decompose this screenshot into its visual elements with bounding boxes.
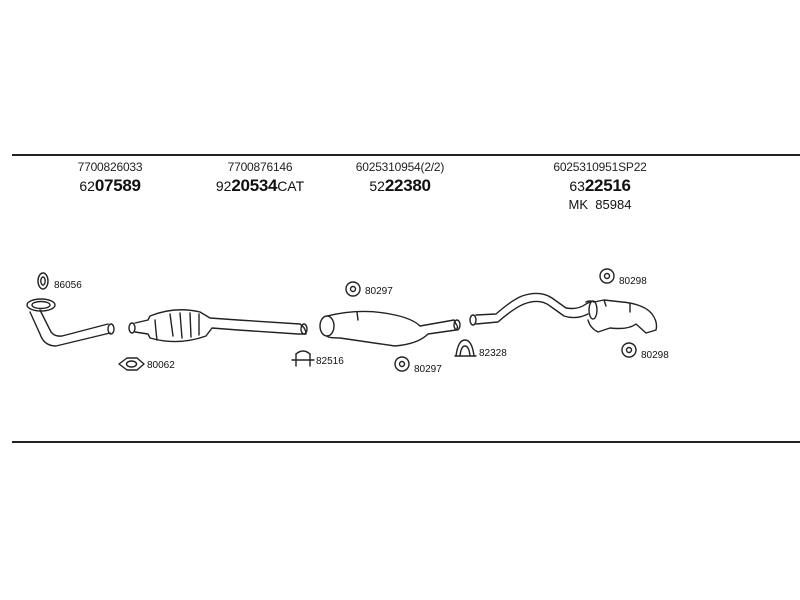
part-catalytic-converter[interactable]: 7700876146 9220534CAT xyxy=(208,160,312,196)
rubber-mount-icon[interactable] xyxy=(621,342,637,358)
callout-label: 80298 xyxy=(619,276,647,287)
rubber-ring-icon[interactable] xyxy=(37,272,49,290)
oem-number: 6025310954(2/2) xyxy=(355,160,445,174)
mounting-kit-number: MK 85984 xyxy=(568,197,632,212)
reference-number: 9220534CAT xyxy=(215,176,305,195)
callout-label: 82516 xyxy=(316,356,344,367)
part-rear-silencer[interactable]: 6025310951SP22 6322516 MK 85984 xyxy=(540,160,660,212)
part-front-pipe[interactable]: 7700826033 6207589 xyxy=(62,160,158,196)
callout-label: 80297 xyxy=(365,286,393,297)
bottom-divider xyxy=(12,441,800,443)
part-middle-silencer[interactable]: 6025310954(2/2) 5222380 xyxy=(345,160,455,196)
top-divider xyxy=(12,154,800,156)
callout-label: 80298 xyxy=(641,350,669,361)
callout-label: 86056 xyxy=(54,280,82,291)
rear-silencer-drawing[interactable] xyxy=(469,292,658,334)
callout-label: 80062 xyxy=(147,360,175,371)
rubber-mount-icon[interactable] xyxy=(599,268,615,284)
middle-silencer-drawing[interactable] xyxy=(319,310,461,347)
oem-number: 6025310951SP22 xyxy=(553,160,647,174)
oem-number: 7700826033 xyxy=(77,160,143,174)
hanger-icon[interactable] xyxy=(454,339,477,357)
callout-label: 82328 xyxy=(479,348,507,359)
rubber-mount-icon[interactable] xyxy=(394,356,410,372)
clamp-icon[interactable] xyxy=(291,350,315,367)
callout-label: 80297 xyxy=(414,364,442,375)
gasket-icon[interactable] xyxy=(118,357,145,371)
reference-number: 6322516 xyxy=(569,176,631,195)
catalytic-converter-drawing[interactable] xyxy=(128,309,308,343)
reference-number: 5222380 xyxy=(369,176,431,195)
reference-number: 6207589 xyxy=(79,176,141,195)
oem-number: 7700876146 xyxy=(227,160,293,174)
rubber-mount-icon[interactable] xyxy=(345,281,361,297)
front-pipe-drawing[interactable] xyxy=(26,298,115,347)
